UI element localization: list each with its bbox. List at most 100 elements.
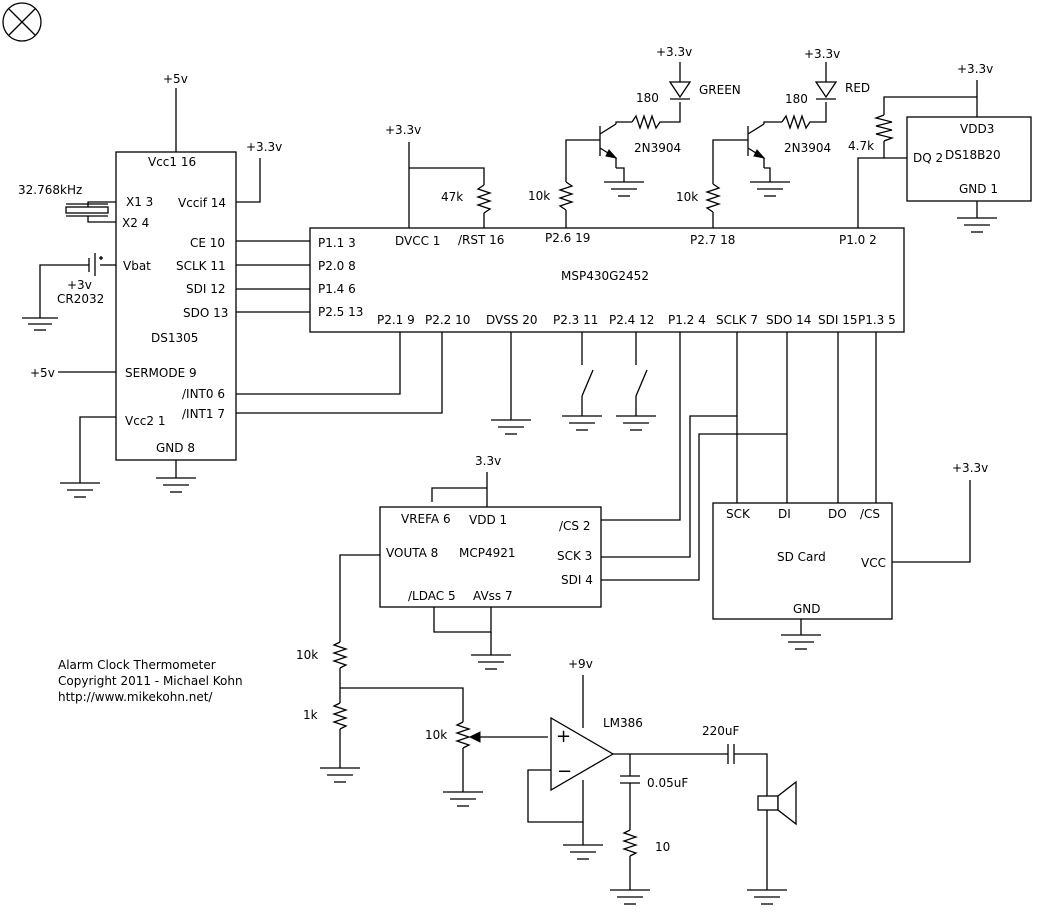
ds18b20-chip: VDD3 DQ 2 DS18B20 GND 1 xyxy=(906,116,1032,202)
msp-sdi-label: SDI 15 xyxy=(818,313,857,327)
url-link[interactable]: http://www.mikekohn.net/ xyxy=(58,690,213,704)
msp-p25-label: P2.5 13 xyxy=(318,305,363,319)
power-label-vccif: +3.3v xyxy=(246,140,282,154)
copyright-text: Copyright 2011 - Michael Kohn xyxy=(58,674,243,688)
capacitor-005u-label: 0.05uF xyxy=(647,776,688,790)
led-green xyxy=(668,62,692,100)
msp-sclk-label: SCLK 7 xyxy=(716,313,758,327)
resistor-10k-p26 xyxy=(557,139,600,228)
mcp-name: MCP4921 xyxy=(459,546,516,560)
ground-rc xyxy=(610,889,650,905)
power-label-dac: 3.3v xyxy=(475,454,501,468)
sd-vcc-label: VCC xyxy=(861,556,886,570)
transistor-q2 xyxy=(747,121,790,197)
ground-amp xyxy=(563,844,603,860)
mcp4921-chip: VREFA 6 VDD 1 /CS 2 VOUTA 8 MCP4921 SCK … xyxy=(379,506,602,608)
msp430-chip: P1.1 3 DVCC 1 /RST 16 P2.6 19 P2.7 18 P1… xyxy=(309,227,905,333)
sd-cs-label: /CS xyxy=(860,507,880,521)
ds18b20-gnd-label: GND 1 xyxy=(959,182,998,196)
transistor-q1 xyxy=(599,121,644,197)
power-label-sd: +3.3v xyxy=(952,461,988,475)
ground-dvss xyxy=(491,419,531,435)
sd-gnd-label: GND xyxy=(793,602,821,616)
msp-name: MSP430G2452 xyxy=(561,269,649,283)
ds1305-name: DS1305 xyxy=(151,331,198,345)
msp-p23-label: P2.3 11 xyxy=(553,313,598,327)
ds1305-sdo-label: SDO 13 xyxy=(183,306,228,320)
sd-di-label: DI xyxy=(778,507,791,521)
ground-ds1305 xyxy=(156,477,196,493)
ds1305-chip: Vcc1 16 X1 3 X2 4 Vccif 14 Vbat CE 10 SC… xyxy=(115,151,237,461)
ground-vcc2 xyxy=(60,482,100,498)
resistor-10 xyxy=(621,829,639,857)
resistor-4k7 xyxy=(873,114,907,159)
msp-p20-label: P2.0 8 xyxy=(318,259,356,273)
ds18b20-vdd-label: VDD3 xyxy=(960,122,994,136)
switch-p24 xyxy=(616,332,656,431)
ds18b20-name: DS18B20 xyxy=(945,148,1001,162)
resistor-47k-label: 47k xyxy=(441,190,463,204)
mcp-vrefa-label: VREFA 6 xyxy=(401,512,451,526)
sd-sck-label: SCK xyxy=(726,507,751,521)
msp-p27-label: P2.7 18 xyxy=(690,233,735,247)
amp-label: LM386 xyxy=(603,716,643,730)
mcp-vdd-label: VDD 1 xyxy=(469,513,507,527)
msp-p11-label: P1.1 3 xyxy=(318,236,356,250)
battery-label: CR2032 xyxy=(57,292,104,306)
sd-name: SD Card xyxy=(777,550,826,564)
power-label-ds18b20: +3.3v xyxy=(957,62,993,76)
msp-p10-label: P1.0 2 xyxy=(839,233,877,247)
power-label-red: +3.3v xyxy=(804,47,840,61)
msp-p13-label: P1.3 5 xyxy=(858,313,896,327)
led-green-label: GREEN xyxy=(699,83,741,97)
msp-p22-label: P2.2 10 xyxy=(425,313,470,327)
resistor-180-green xyxy=(631,102,681,131)
power-label-3v-batt: +3v xyxy=(67,278,92,292)
ds1305-vccif-label: Vccif 14 xyxy=(178,196,226,210)
ground-divider xyxy=(320,767,360,783)
msp-p12-label: P1.2 4 xyxy=(668,313,706,327)
sd-do-label: DO xyxy=(828,507,847,521)
potentiometer-10k-label: 10k xyxy=(425,728,447,742)
ds1305-gnd-label: GND 8 xyxy=(156,441,195,455)
ds1305-vbat-label: Vbat xyxy=(123,259,151,273)
crystal-symbol xyxy=(65,201,116,223)
mcp-vout-label: VOUTA 8 xyxy=(386,546,438,560)
ds1305-int1-label: /INT1 7 xyxy=(182,407,225,421)
power-label-green: +3.3v xyxy=(656,45,692,59)
mcp-sdi-label: SDI 4 xyxy=(561,573,593,587)
msp-dvcc-label: DVCC 1 xyxy=(395,234,440,248)
circle-x-icon[interactable] xyxy=(2,2,42,42)
resistor-10-label: 10 xyxy=(655,840,670,854)
resistor-10k-p27 xyxy=(704,139,748,228)
ds1305-x1-label: X1 3 xyxy=(126,195,153,209)
transistor-q1-label: 2N3904 xyxy=(634,141,681,155)
mcp-avss-label: AVss 7 xyxy=(473,589,513,603)
potentiometer-10k xyxy=(454,721,548,749)
capacitor-005u xyxy=(620,775,640,784)
resistor-10k-p26-label: 10k xyxy=(528,189,550,203)
ground-pot xyxy=(443,791,483,807)
ds1305-x2-label: X2 4 xyxy=(122,216,149,230)
led-red xyxy=(814,62,838,100)
power-label-dvcc: +3.3v xyxy=(385,123,421,137)
ds1305-vcc2-label: Vcc2 1 xyxy=(125,414,166,428)
resistor-180-green-label: 180 xyxy=(636,91,659,105)
amplifier-lm386: + − xyxy=(550,716,615,792)
ground-dac xyxy=(471,654,511,670)
power-label-9v: +9v xyxy=(568,657,593,671)
msp-p14-label: P1.4 6 xyxy=(318,282,356,296)
resistor-10k-p27-label: 10k xyxy=(676,190,698,204)
power-label-sermode: +5v xyxy=(30,366,55,380)
resistor-4k7-label: 4.7k xyxy=(848,139,874,153)
msp-sdo-label: SDO 14 xyxy=(766,313,811,327)
transistor-q2-label: 2N3904 xyxy=(784,141,831,155)
mcp-sck-label: SCK 3 xyxy=(557,549,592,563)
msp-p21-label: P2.1 9 xyxy=(377,313,415,327)
capacitor-220u-label: 220uF xyxy=(702,724,740,738)
msp-p26-label: P2.6 19 xyxy=(545,231,590,245)
power-label-5v-top: +5v xyxy=(163,72,188,86)
switch-p23 xyxy=(562,332,602,431)
